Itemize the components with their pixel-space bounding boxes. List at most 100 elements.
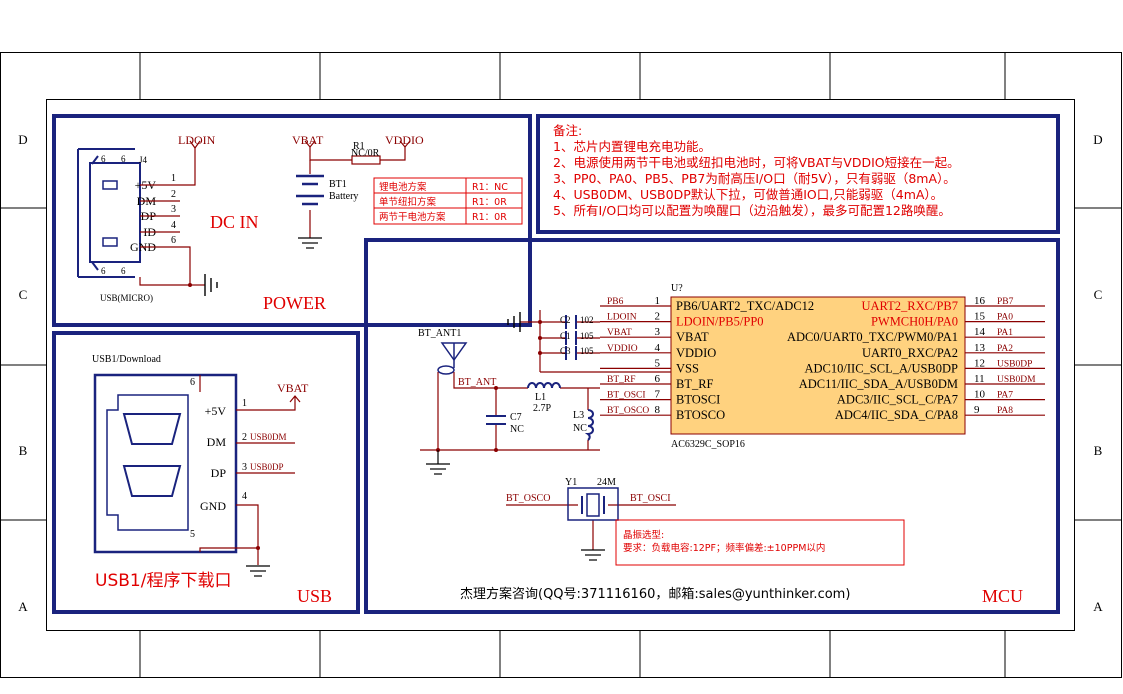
mcu-pin-name: ADC4/IIC_SDA_C/PA8 — [835, 408, 958, 422]
mcu-pin-num: 12 — [974, 357, 985, 369]
mcu-part: AC6329C_SOP16 — [671, 439, 745, 450]
crystal-note-title: 晶振选型: — [623, 529, 664, 541]
mcu-pin-name: VBAT — [676, 330, 709, 344]
mcu-pin-net: PA0 — [997, 313, 1013, 323]
contact-info: 杰理方案咨询(QQ号:371116160，邮箱:sales@yunthinker… — [460, 586, 850, 602]
mcu-pin-num: 10 — [974, 389, 986, 401]
j4-shell-num-bot-a: 6 — [101, 266, 106, 276]
row-label-a-right: A — [1093, 599, 1103, 614]
usb-pin-num-2: 2 — [242, 432, 247, 443]
cap-val-c2: 102 — [580, 315, 594, 325]
usb-net-dm: USB0DM — [250, 432, 287, 442]
cap-ref-c3: C3 — [560, 346, 571, 356]
row-label-b-left: B — [19, 443, 28, 458]
usb-pin-num-4: 4 — [242, 491, 247, 502]
mcu-section — [364, 238, 1060, 614]
j4-pin-num-2: 2 — [171, 189, 176, 200]
note-line-4: 4、USB0DM、USB0DP默认下拉，可做普通IO口,只能弱驱（4mA）。 — [553, 187, 943, 202]
bt1-value: Battery — [329, 191, 358, 202]
mcu-pin-net: VBAT — [607, 328, 632, 338]
mcu-pin-net: LDOIN — [607, 313, 637, 323]
notes-section — [536, 114, 1060, 234]
l1-inductor — [527, 382, 561, 389]
mcu-pin-name: BT_RF — [676, 377, 714, 391]
usb-pin-num-5: 5 — [190, 529, 195, 540]
j4-pin-num-3: 3 — [171, 204, 176, 215]
row-labels: D C B A D C B A — [18, 132, 1103, 614]
dc-in-title: DC IN — [210, 212, 259, 232]
cap-val-c3: 105 — [580, 346, 594, 356]
mcu-pin-num: 2 — [655, 311, 661, 323]
mcu-pin-name: UART2_RXC/PB7 — [862, 299, 959, 313]
j4-pin-num-6: 6 — [171, 235, 176, 246]
note-line-3: 3、PP0、PA0、PB5、PB7为耐高压I/O口（耐5V），只有弱驱（8mA）… — [553, 171, 956, 186]
mcu-pin-net: PB6 — [607, 297, 624, 307]
bt-ant-net: BT_ANT — [458, 377, 496, 388]
mcu-pin-num: 4 — [655, 342, 661, 354]
mcu-pin-15: 15 PWMCH0H/PA0 PA0 — [871, 311, 1045, 329]
crystal: Y1 24M BT_OSCO BT_OSCI 晶振选型: 要求：负载电容:12P… — [506, 477, 905, 566]
mcu-pin-name: VDDIO — [676, 346, 716, 360]
usb-pin-num-6: 6 — [190, 377, 195, 388]
mcu-pin-num: 1 — [655, 295, 661, 307]
mcu-pin-name: PWMCH0H/PA0 — [871, 315, 958, 329]
battery-ground-icon — [298, 237, 322, 249]
cap-ground-icon — [507, 312, 521, 332]
table-row-3-value: R1：0R — [472, 212, 507, 223]
rf-matching: BT_ANT1 L1 2.7P L3 — [418, 328, 600, 475]
mcu-pin-num: 16 — [974, 295, 986, 307]
j4-pin-num-1: 1 — [171, 173, 176, 184]
mcu-pin-num: 8 — [655, 404, 661, 416]
j4-ref: J4 — [139, 155, 148, 165]
j4-shell-num-top-b: 6 — [121, 154, 126, 164]
mcu-pin-10: 10 ADC3/IIC_SCL_C/PA7 PA7 — [837, 389, 1045, 407]
mcu-pin-num: 15 — [974, 311, 986, 323]
usb-pin-num-1: 1 — [242, 398, 247, 409]
rf-ground-icon — [426, 450, 450, 475]
mcu-pin-num: 7 — [655, 389, 661, 401]
usb-title: USB — [297, 586, 332, 606]
mcu-pin-4: 4 VDDIO VDDIO — [600, 342, 716, 360]
j4-body — [89, 162, 141, 263]
note-line-5: 5、所有I/O口均可以配置为唤醒口（边沿触发），最多可配置12路唤醒。 — [553, 203, 951, 218]
mcu-pin-num: 3 — [655, 326, 661, 338]
j4-micro-usb: 6 6 6 6 J4 USB(MICRO) +5V DM DP ID GND 1… — [77, 133, 218, 303]
usb-pin-name-4: GND — [200, 499, 226, 513]
r1-ref: R1 — [353, 141, 365, 152]
mcu-pin-num: 11 — [974, 373, 985, 385]
row-label-c-right: C — [1094, 287, 1103, 302]
cap-ref-c1: C1 — [560, 331, 571, 341]
crystal-ref: Y1 — [565, 477, 577, 488]
mcu-pin-net: PA7 — [997, 391, 1013, 401]
crystal-note-box — [615, 519, 905, 566]
row-label-c-left: C — [19, 287, 28, 302]
mcu-pin-num: 6 — [655, 373, 661, 385]
mcu-pin-name: ADC3/IIC_SCL_C/PA7 — [837, 393, 958, 407]
usb-pin-name-1: +5V — [205, 404, 227, 418]
mcu-pin-net: PA2 — [997, 344, 1013, 354]
battery-circuit: VBAT VDDIO R1 NC/0R BT1 Battery 锂电池方案 R1… — [292, 133, 523, 249]
xtal-net-left: BT_OSCO — [506, 493, 550, 504]
mcu-pin-net: VDDIO — [607, 344, 638, 354]
row-label-b-right: B — [1094, 443, 1103, 458]
battery-symbol — [296, 174, 324, 206]
usb-ground-icon — [246, 565, 270, 577]
mcu-pin-name: BTOSCO — [676, 408, 725, 422]
j4-shell-num-top-a: 6 — [101, 154, 106, 164]
mcu-pin-net: PB7 — [997, 297, 1014, 307]
l1-ref: L1 — [535, 392, 546, 403]
l3-inductor — [584, 409, 594, 441]
vbat-net-label: VBAT — [292, 133, 324, 147]
mcu-pin-num: 9 — [974, 404, 980, 416]
usb-subtitle: USB1/程序下载口 — [95, 571, 231, 591]
